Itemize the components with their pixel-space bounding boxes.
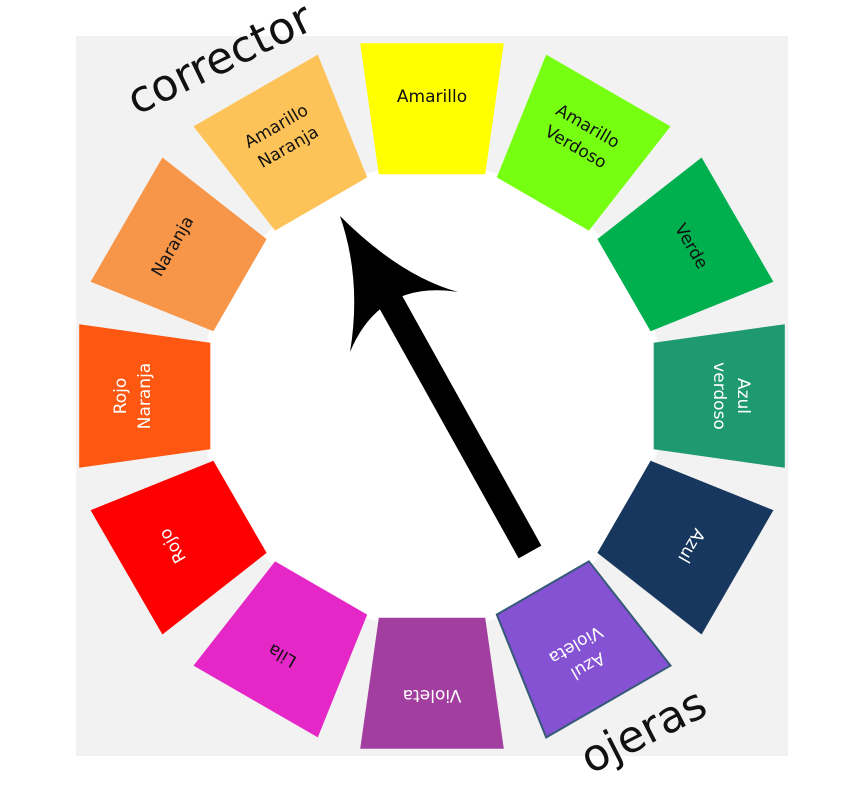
segment-verde: Verde (597, 157, 774, 332)
segment-rojo: Rojo (90, 460, 267, 635)
segment-label-line: Amarillo (397, 87, 467, 107)
arrow (340, 216, 542, 559)
segment-shape-rojo-naranja (79, 324, 211, 468)
segments-layer: AmarilloAmarilloVerdosoVerdeAzulverdosoA… (79, 43, 785, 749)
segment-shape-verde (597, 157, 774, 332)
segment-shape-azul (597, 460, 774, 635)
segment-label-amarillo: Amarillo (397, 87, 467, 107)
segment-shape-amarillo-verdoso (496, 54, 671, 231)
segment-azul-verdoso: Azulverdoso (653, 324, 785, 468)
segment-shape-naranja (90, 157, 267, 332)
segment-violeta: Violeta (360, 617, 504, 749)
arrow-head (340, 216, 458, 352)
segment-label-azul-verdoso: Azulverdoso (709, 362, 753, 430)
segment-shape-azul-violeta (495, 560, 672, 739)
segment-naranja: Naranja (90, 157, 267, 332)
segment-shape-amarillo-naranja (193, 54, 368, 231)
segment-label-line: Rojo (111, 378, 131, 415)
segment-azul: Azul (597, 460, 774, 635)
segment-amarillo: Amarillo (360, 43, 504, 175)
segment-amarillo-naranja: AmarilloNaranja (193, 54, 368, 231)
segment-label-line: verdoso (709, 362, 729, 430)
segment-label-line: Azul (733, 378, 753, 414)
segment-shape-rojo (90, 460, 267, 635)
segment-label-violeta: Violeta (403, 685, 462, 705)
segment-amarillo-verdoso: AmarilloVerdoso (496, 54, 671, 231)
segment-label-line: Violeta (403, 685, 462, 705)
segment-label-line: Naranja (135, 363, 155, 429)
segment-shape-lila (193, 561, 368, 738)
segment-azul-violeta: AzulVioleta (495, 560, 672, 739)
segment-lila: Lila (193, 561, 368, 738)
arrow-shaft (372, 283, 542, 559)
segment-shape-amarillo (360, 43, 504, 175)
segment-shape-violeta (360, 617, 504, 749)
segment-shape-azul-verdoso (653, 324, 785, 468)
